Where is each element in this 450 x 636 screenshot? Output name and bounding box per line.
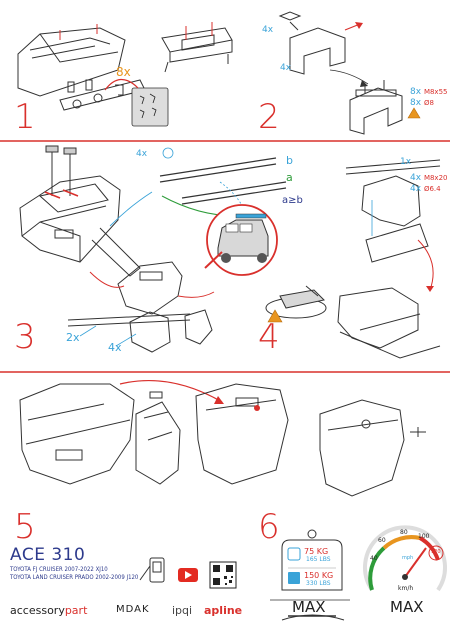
- step3-qty-4x: 4x: [108, 341, 122, 354]
- gauge-tick-80: 80: [400, 529, 408, 536]
- step4-bolt-size: M8x20: [423, 174, 448, 182]
- step3-bars: [159, 157, 287, 219]
- step3-rail-b: b: [286, 154, 293, 167]
- step4-washer-size: Ø6.4: [423, 185, 441, 193]
- step4-washer-spec: 4x Ø6.4: [410, 185, 441, 194]
- step3-qty-top: 4x: [136, 149, 148, 159]
- brand-ipqi: ipqi: [172, 604, 193, 617]
- step3-rail-a: a: [286, 171, 293, 184]
- step-number-3: 3: [14, 317, 36, 357]
- roof-silhouette-icon: [281, 614, 345, 621]
- info-icon: [162, 147, 174, 159]
- step3-rule: a≥b: [282, 195, 303, 206]
- step-number-2: 2: [258, 97, 280, 137]
- load-dynamic-lbs: 165 LBS: [306, 556, 331, 563]
- product-model: ACE 310: [10, 545, 86, 565]
- load-dynamic-icon: [287, 547, 301, 561]
- load-dynamic-kg: 75 KG: [304, 547, 329, 556]
- step2-qty-b: 4x: [280, 63, 292, 73]
- speed-max: MAX: [390, 598, 424, 616]
- step2-washer-qty: 8x: [410, 98, 422, 108]
- qr-code: [209, 561, 237, 589]
- step4-foot-closeup: [337, 287, 441, 359]
- gauge-tick-120: 120: [431, 549, 441, 555]
- step-number-4: 4: [258, 317, 280, 357]
- gauge-tick-40: 40: [370, 555, 378, 562]
- warning-icon: [407, 107, 421, 119]
- step4-bar-with-foot: [345, 159, 441, 263]
- brand-accessorypart: accessorypart: [10, 604, 87, 617]
- step-number-1: 1: [14, 97, 36, 137]
- step1-bolt-box: [131, 87, 169, 127]
- load-max: MAX: [292, 598, 326, 616]
- step1-quantity: 8x: [116, 65, 131, 79]
- step2-washer-spec: 8x Ø8: [410, 99, 434, 108]
- warning-icon-step4: [267, 309, 283, 323]
- gauge-mph: mph: [402, 555, 414, 561]
- step2-bolt-spec: 8x M8x55: [410, 88, 447, 97]
- phone-scan-icon: [139, 557, 165, 583]
- brand-apline: apline: [204, 604, 243, 617]
- vehicle-line-1: TOYOTA FJ CRUISER 2007-2022 XJ10: [10, 566, 108, 573]
- step2-bracket-mounted: [349, 80, 403, 135]
- step4-qty-1x: 1x: [400, 157, 412, 167]
- load-static-lbs: 330 LBS: [306, 580, 331, 587]
- gauge-unit: km/h: [398, 585, 414, 592]
- load-static-kg: 150 KG: [304, 571, 334, 580]
- brand-accessorypart-b: part: [64, 604, 88, 617]
- gauge-tick-100: 100: [418, 533, 430, 540]
- step-number-5: 5: [14, 507, 36, 547]
- speed-gauge: [363, 525, 447, 592]
- step4-bolt-qty: 4x: [410, 173, 422, 183]
- step3-foot-large: [19, 145, 141, 277]
- step5-foot-closed: [319, 399, 426, 497]
- load-static-icon: [288, 572, 300, 584]
- step3-bar-end-assembly: [67, 309, 213, 353]
- step5-foot-lock-insert: [195, 383, 289, 485]
- step5-foot-with-key: [19, 383, 181, 485]
- step2-washer-size: Ø8: [423, 99, 434, 107]
- youtube-icon: [178, 568, 198, 582]
- step1-rail-foot: [161, 22, 233, 73]
- step2-qty-a: 4x: [262, 25, 274, 35]
- step3-foot-small: [117, 261, 183, 315]
- vehicle-line-2: TOYOTA LAND CRUISER PRADO 2002-2009 J120: [10, 574, 139, 581]
- step4-bolt-spec: 4x M8x20: [410, 174, 447, 183]
- gauge-tick-60: 60: [378, 537, 386, 544]
- step-number-6: 6: [258, 507, 280, 547]
- step4-washer-qty: 4x: [410, 184, 422, 194]
- step2-bracket-top: [278, 11, 363, 75]
- brand-accessorypart-a: accessory: [10, 604, 65, 617]
- step2-bolt-size: M8x55: [423, 88, 448, 96]
- brand-mdak: MDAK: [116, 604, 150, 615]
- step1-bolts: [67, 79, 124, 96]
- step4-warning-detail: [265, 285, 327, 319]
- step3-qty-2x: 2x: [66, 331, 80, 344]
- step3-suv-zoom: [204, 204, 278, 276]
- step2-bolt-qty: 8x: [410, 87, 422, 97]
